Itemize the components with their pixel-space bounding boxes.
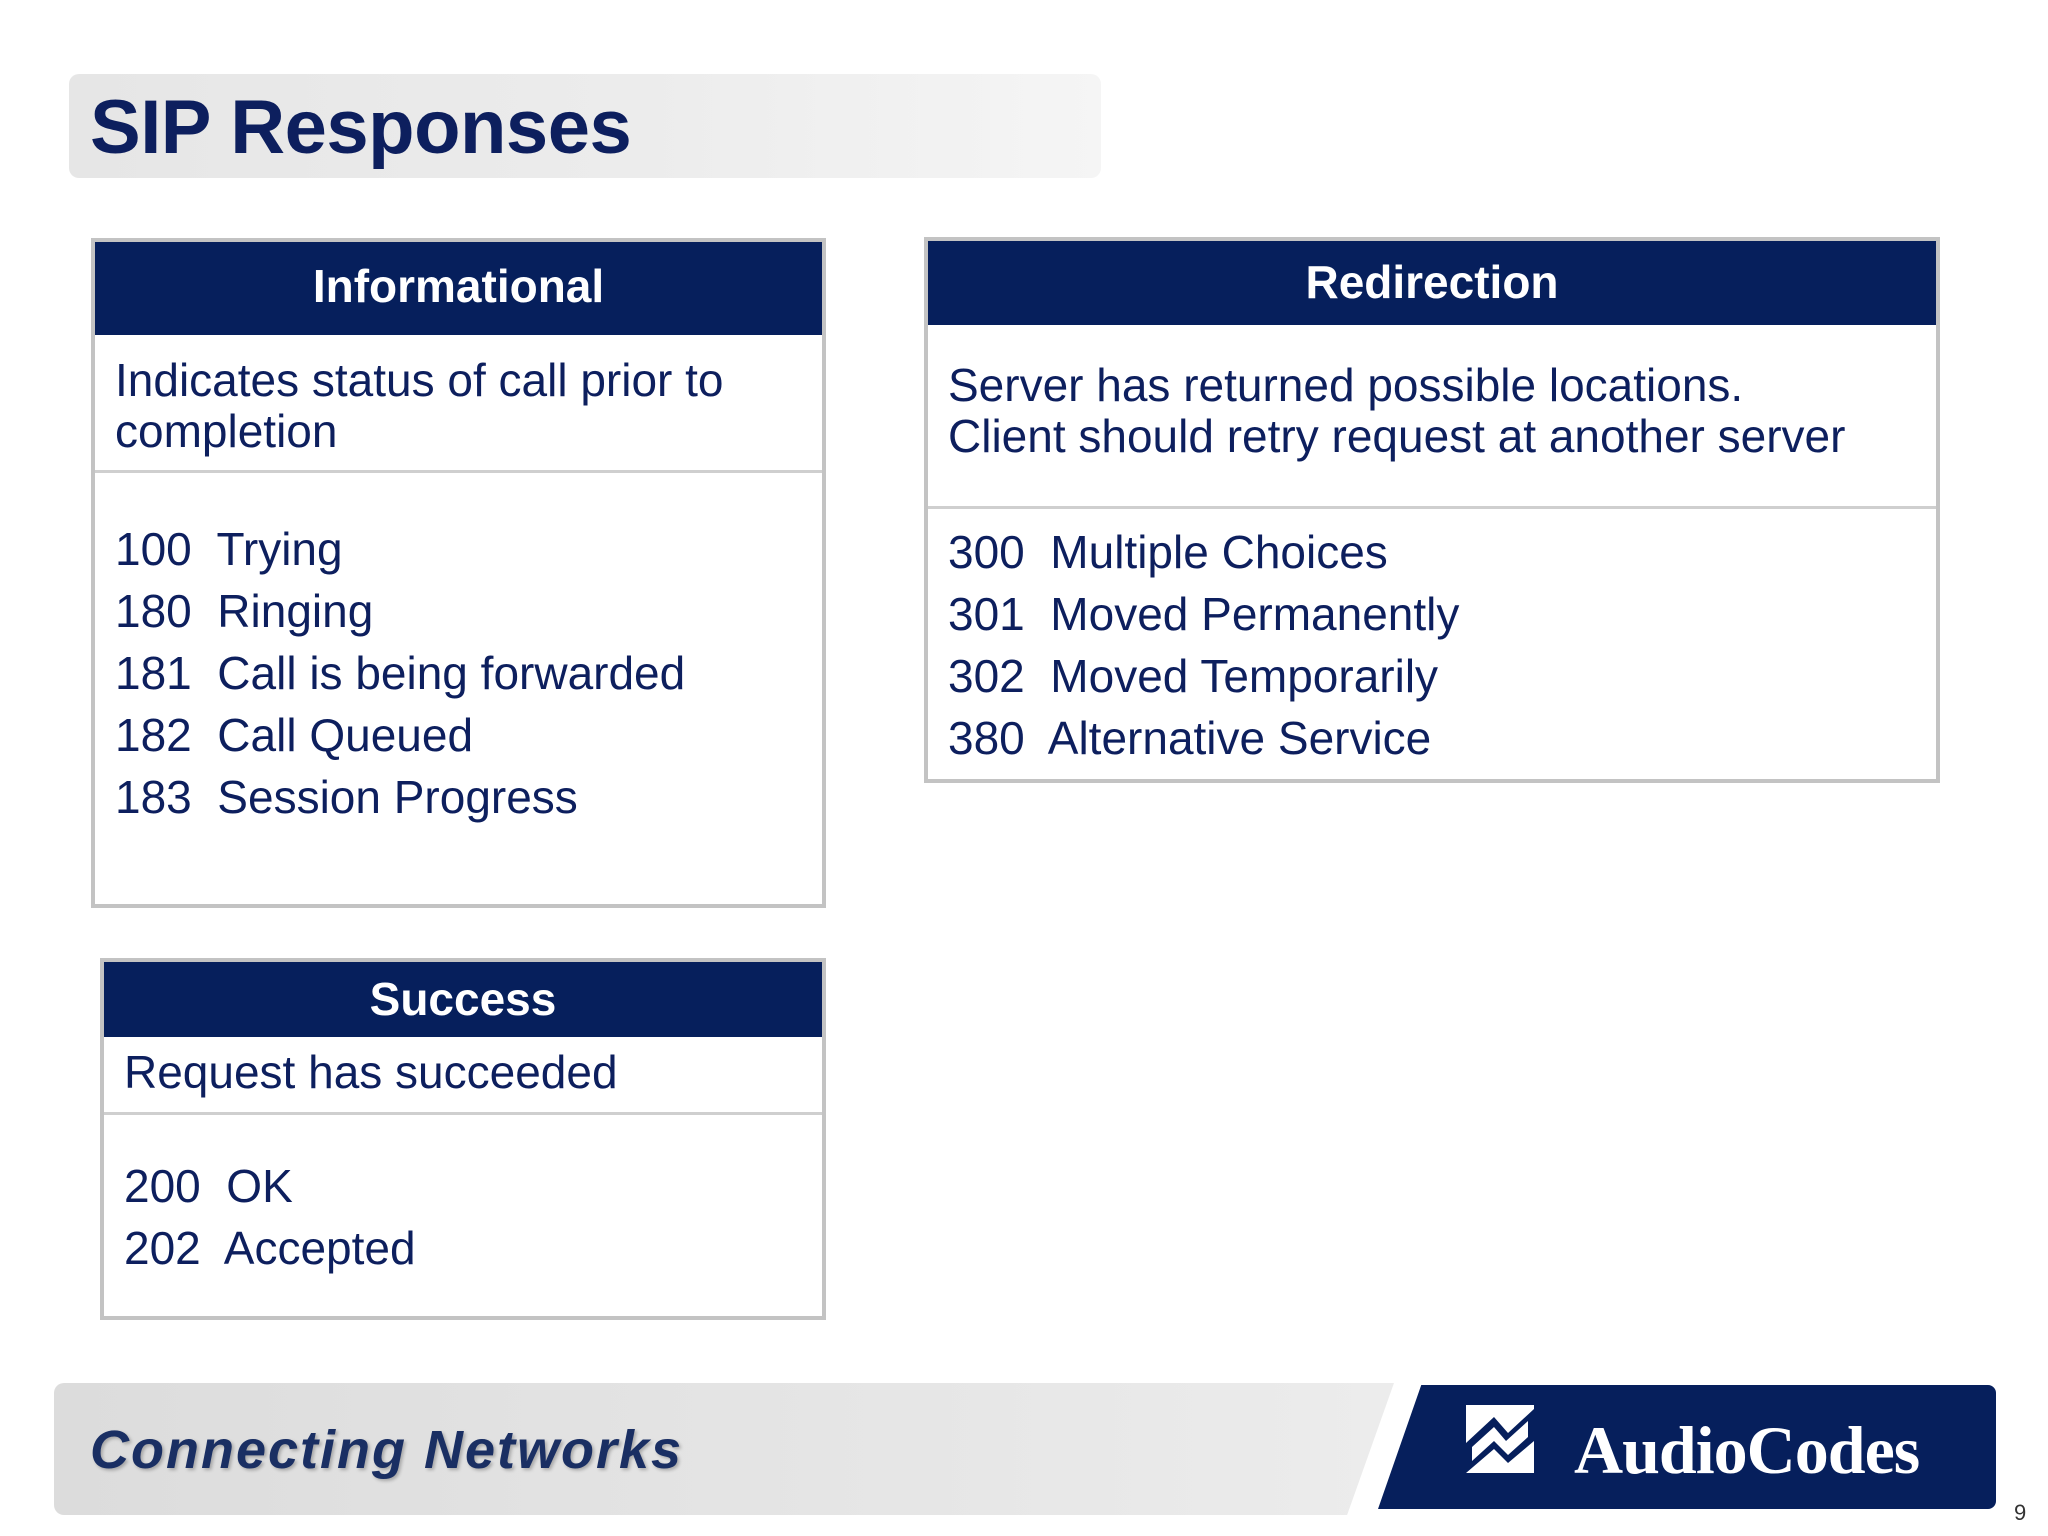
response-code: 180 Ringing	[115, 585, 374, 637]
informational-description: Indicates status of call prior to comple…	[95, 335, 822, 470]
slide-title: SIP Responses	[90, 85, 632, 170]
brand-logo: AudioCodes	[1378, 1385, 1996, 1509]
informational-heading: Informational	[95, 242, 822, 335]
description-line: Server has returned possible locations.	[948, 359, 1744, 411]
description-line: Indicates status of call prior to	[115, 354, 724, 406]
description-line: completion	[115, 405, 338, 457]
redirection-card: Redirection Server has returned possible…	[924, 237, 1940, 783]
redirection-description: Server has returned possible locations. …	[928, 325, 1936, 506]
response-code: 182 Call Queued	[115, 709, 474, 761]
footer-tagline: Connecting Networks	[90, 1420, 684, 1480]
response-code: 380 Alternative Service	[948, 712, 1432, 764]
response-code: 183 Session Progress	[115, 771, 578, 823]
success-card: Success Request has succeeded 200 OK 202…	[100, 958, 826, 1320]
response-code: 100 Trying	[115, 523, 343, 575]
description-line: Request has succeeded	[124, 1046, 618, 1098]
description-line: Client should retry request at another s…	[948, 410, 1846, 462]
divider	[104, 1112, 822, 1115]
response-code: 301 Moved Permanently	[948, 588, 1460, 640]
success-heading: Success	[104, 962, 822, 1037]
divider	[95, 470, 822, 473]
brand-name: AudioCodes	[1574, 1412, 1920, 1488]
informational-card: Informational Indicates status of call p…	[91, 238, 826, 908]
response-code: 200 OK	[124, 1160, 293, 1212]
response-code: 181 Call is being forwarded	[115, 647, 686, 699]
response-code: 300 Multiple Choices	[948, 526, 1388, 578]
audiocodes-logo-icon	[1466, 1405, 1534, 1473]
response-code: 202 Accepted	[124, 1222, 416, 1274]
redirection-heading: Redirection	[928, 241, 1936, 325]
page-number: 9	[2014, 1500, 2027, 1525]
slide-title-bar: SIP Responses	[69, 74, 1101, 178]
success-description: Request has succeeded	[104, 1037, 822, 1112]
divider	[928, 506, 1936, 509]
success-code-list: 200 OK 202 Accepted	[104, 1115, 822, 1279]
redirection-code-list: 300 Multiple Choices 301 Moved Permanent…	[928, 509, 1936, 769]
response-code: 302 Moved Temporarily	[948, 650, 1439, 702]
footer-band: Connecting Networks	[54, 1383, 1394, 1515]
informational-code-list: 100 Trying 180 Ringing 181 Call is being…	[95, 473, 822, 828]
